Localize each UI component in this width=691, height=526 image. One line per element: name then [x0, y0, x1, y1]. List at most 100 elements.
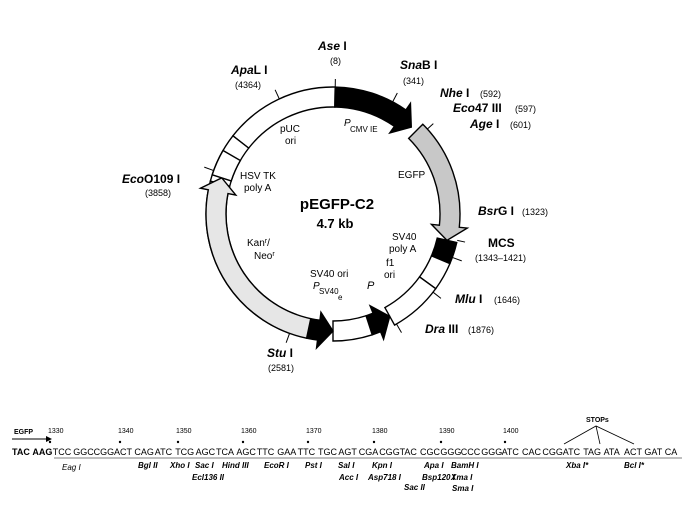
mcs-lead-label: EGFP: [14, 429, 33, 436]
f1-ori-label-1: f1: [386, 258, 395, 269]
site-apali: ApaL I: [230, 63, 267, 77]
psv40-label: P: [313, 281, 320, 292]
sv40-ori-label: SV40 ori: [310, 269, 348, 280]
site-snabi: SnaB I: [400, 58, 437, 72]
ring-segment-egfp: [407, 123, 470, 242]
mcs-number-1370: 1370: [306, 428, 322, 435]
ring-segment-kan-neo: [198, 176, 312, 340]
tick-eco0109: [204, 166, 214, 172]
site-agei: Age I: [469, 117, 499, 131]
site-mcs-pos: (1343–1421): [475, 253, 526, 263]
pcmv-sub-label: CMV IE: [350, 125, 378, 134]
mcs-codon: ATC: [502, 447, 520, 457]
mcs-enzyme-label: Bcl I*: [624, 461, 645, 470]
mcs-stops-label: STOPs: [586, 417, 609, 424]
plasmid-name: pEGFP-C2: [300, 196, 374, 213]
mcs-codon: TAG: [583, 447, 601, 457]
tick-draiii: [396, 323, 402, 333]
site-nhei: Nhe I: [440, 86, 469, 100]
mcs-codon: AAG: [32, 447, 52, 457]
ring-segment-hsvtk-2: [211, 149, 242, 182]
mcs-codon: GAT: [644, 447, 662, 457]
mcs-codon: TAC: [400, 447, 418, 457]
mcs-codon: ATC: [563, 447, 581, 457]
restriction-sites: Ase I (8) SnaB I (341) Nhe I (592) Eco47…: [122, 39, 548, 373]
mcs-enzyme-label: Sal I: [338, 461, 355, 470]
tick-stui: [285, 333, 291, 343]
tick-mlui: [432, 291, 442, 299]
mcs-enzyme-label: Kpn I: [372, 461, 393, 470]
site-asei: Ase I: [317, 39, 347, 53]
mcs-enzyme-label: Xho I: [169, 461, 190, 470]
site-mcs: MCS: [488, 236, 515, 250]
mcs-enzyme-label: Sac II: [404, 483, 426, 492]
ring-segment-pcmv: [334, 86, 413, 135]
mcs-codon: CGC: [420, 447, 441, 457]
hsv-tk-label-1: HSV TK: [240, 171, 276, 182]
site-snabi-pos: (341): [403, 76, 424, 86]
psv40-e-label: e: [338, 293, 343, 302]
sv40-polya-label-1: SV40: [392, 232, 417, 243]
mcs-codon: GGC: [73, 447, 94, 457]
mcs-enzyme-label: Apa I: [423, 461, 444, 470]
mcs-enzyme-label: Ecl136 II: [192, 473, 225, 482]
plasmid-ring: [198, 86, 470, 350]
mcs-codon: TCC: [53, 447, 72, 457]
mcs-codon: GGG: [440, 447, 461, 457]
mcs-enzyme-label: EcoR I: [264, 461, 290, 470]
mcs-enzyme-label: Xma I: [450, 473, 473, 482]
mcs-codon: CCC: [461, 447, 481, 457]
site-eco47: Eco47 III: [453, 101, 502, 115]
mcs-codon: TAC: [12, 447, 30, 457]
site-eco0109: EcoO109 I: [122, 172, 180, 186]
mcs-enzyme-label: Eag I: [62, 463, 81, 472]
plasmid-size: 4.7 kb: [317, 216, 354, 231]
mcs-number-1330: 1330: [48, 428, 64, 435]
mcs-number-1380: 1380: [372, 428, 388, 435]
mcs-codon: CAC: [522, 447, 542, 457]
mcs-codon: CAG: [134, 447, 154, 457]
mcs-number-dot: [118, 440, 122, 444]
puc-label-2: ori: [285, 136, 296, 147]
sv40-polya-label-2: poly A: [389, 244, 417, 255]
egfp-label: EGFP: [398, 170, 426, 181]
mcs-codon: TCA: [216, 447, 234, 457]
mcs-codon: GGG: [481, 447, 502, 457]
psv40-sub-label: SV40: [319, 287, 339, 296]
ring-segment-p: [365, 304, 391, 342]
mcs-codon: ACT: [114, 447, 133, 457]
mcs-number-1340: 1340: [118, 428, 134, 435]
mcs-codon: TTC: [298, 447, 316, 457]
mcs-codon: CGA: [359, 447, 379, 457]
mcs-number-dot: [306, 440, 310, 444]
site-draiii-pos: (1876): [468, 325, 494, 335]
mcs-codon: CGG: [542, 447, 563, 457]
site-mlui-pos: (1646): [494, 295, 520, 305]
mcs-number-dot: [176, 440, 180, 444]
mcs-codon: GAA: [277, 447, 296, 457]
neo-label: Neor: [254, 251, 275, 263]
p-label: P: [367, 280, 375, 292]
mcs-number-dot: [372, 440, 376, 444]
mcs-enzyme-label: BamH I: [451, 461, 479, 470]
site-eco47-pos: (597): [515, 104, 536, 114]
tick-snabi: [392, 92, 398, 103]
site-ticks: [204, 79, 466, 343]
mcs-codon: ATC: [155, 447, 173, 457]
ring-segment-psv40: [305, 310, 334, 350]
kan-label: Kanr/: [247, 238, 270, 250]
f1-ori-label-2: ori: [384, 270, 395, 281]
site-eco0109-pos: (3858): [145, 188, 171, 198]
site-bsrgi-pos: (1323): [522, 207, 548, 217]
mcs-codon: ATA: [604, 447, 620, 457]
mcs-enzyme-label: Sac I: [195, 461, 214, 470]
site-stui-pos: (2581): [268, 363, 294, 373]
tick-apali: [274, 89, 280, 100]
mcs-enzyme-label: Hind III: [222, 461, 249, 470]
tick-bsrgi: [457, 239, 466, 243]
